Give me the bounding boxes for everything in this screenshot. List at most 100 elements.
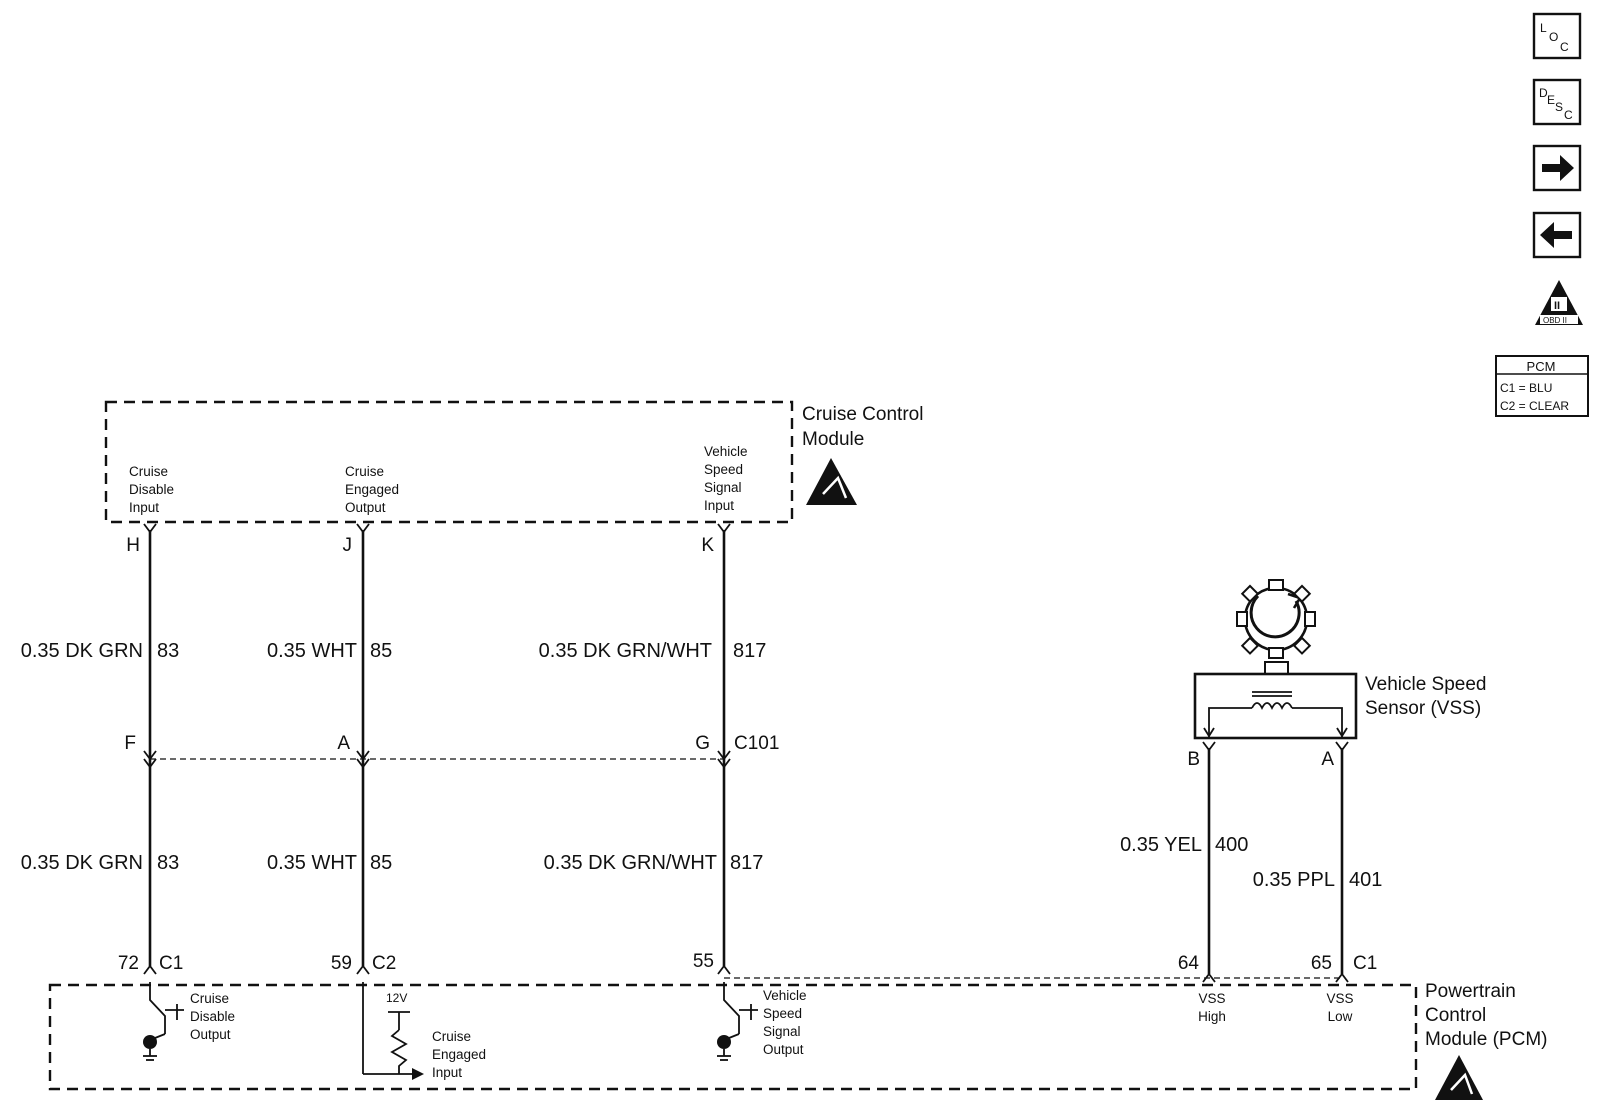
pcm-vehicle-speed-output-3: Signal <box>763 1024 801 1039</box>
pcm-cruise-engaged-input: Cruise <box>432 1029 471 1044</box>
ccm-input-vehicle-speed-4: Input <box>704 498 734 513</box>
wire-circuit-85[interactable] <box>356 523 370 975</box>
wire-83-spec-lower: 0.35 DK GRN <box>21 852 143 874</box>
arrow-left-icon <box>1540 222 1572 248</box>
wire-85-spec-upper: 0.35 WHT <box>267 640 357 662</box>
pcm-12v-label: 12V <box>386 991 407 1005</box>
ccm-input-cruise-disable-3: Input <box>129 500 159 515</box>
cruise-control-module: Cruise Control Module Cruise Disable Inp… <box>104 400 923 524</box>
vss-pin-a: A <box>1321 749 1334 770</box>
pcm-cruise-engaged-input-3: Input <box>432 1065 462 1080</box>
pcm-vss-low: VSS <box>1326 991 1353 1006</box>
ccm-pin-j: J <box>343 535 353 556</box>
pcm-title-line1: Powertrain <box>1425 981 1516 1002</box>
desc-icon-letter-e: E <box>1547 93 1555 107</box>
pcm-key-title: PCM <box>1527 359 1556 374</box>
pcm-vehicle-speed-output-2: Speed <box>763 1006 802 1021</box>
pcm-cruise-engaged-input-2: Engaged <box>432 1047 486 1062</box>
desc-icon-letter-c: C <box>1564 108 1573 122</box>
pcm-vss-high-2: High <box>1198 1009 1226 1024</box>
vss-pin-b: B <box>1187 749 1200 770</box>
connector-c101[interactable]: F A G C101 <box>124 733 779 760</box>
pcm-cruise-disable-output-2: Disable <box>190 1009 235 1024</box>
wire-817-circuit-upper: 817 <box>733 640 766 662</box>
pcm-outline <box>48 983 1418 1091</box>
pcm-vss-low-2: Low <box>1328 1009 1353 1024</box>
cruise-disable-transistor-icon <box>143 982 184 1061</box>
ccm-pin-k: K <box>701 535 714 556</box>
wire-817-spec-lower: 0.35 DK GRN/WHT <box>544 852 717 874</box>
vss-title-line2: Sensor (VSS) <box>1365 698 1481 719</box>
wire-circuit-401[interactable] <box>1335 741 1349 983</box>
loc-icon-letter-o: O <box>1549 30 1558 44</box>
ccm-input-vehicle-speed: Vehicle <box>704 444 748 459</box>
ccm-output-cruise-engaged: Cruise <box>345 464 384 479</box>
vehicle-speed-transistor-icon <box>717 982 758 1061</box>
ccm-pin-h: H <box>126 535 140 556</box>
vss-body <box>1193 672 1358 740</box>
pcm-cruise-disable-output: Cruise <box>190 991 229 1006</box>
c101-label: C101 <box>734 733 779 754</box>
desc-icon-letter-d: D <box>1539 86 1548 100</box>
reluctor-wheel-icon <box>1236 579 1316 659</box>
pcm-pin-72-connector: C1 <box>159 953 183 974</box>
ccm-esd-icon <box>806 458 857 505</box>
pcm-vehicle-speed-output-4: Output <box>763 1042 804 1057</box>
pcm-pin-55: 55 <box>693 951 714 972</box>
ccm-output-cruise-engaged-3: Output <box>345 500 386 515</box>
wire-85-circuit-lower: 85 <box>370 852 392 874</box>
pcm-pin-65: 65 <box>1311 953 1332 974</box>
wire-400-spec: 0.35 YEL <box>1120 834 1202 856</box>
ccm-title-line2: Module <box>802 429 864 450</box>
ccm-input-cruise-disable-2: Disable <box>129 482 174 497</box>
c101-pin-a: A <box>337 733 350 754</box>
obd-ii-icon[interactable]: II OBD II <box>1535 280 1583 325</box>
wire-401-circuit: 401 <box>1349 869 1382 891</box>
powertrain-control-module: Powertrain Control Module (PCM) Cruise D… <box>48 981 1547 1100</box>
pcm-title-line2: Control <box>1425 1005 1486 1026</box>
pcm-esd-icon <box>1435 1055 1483 1100</box>
wire-83-spec-upper: 0.35 DK GRN <box>21 640 143 662</box>
pcm-pin-72: 72 <box>118 953 139 974</box>
ccm-title-line1: Cruise Control <box>802 404 923 425</box>
wire-817-circuit-lower: 817 <box>730 852 763 874</box>
pcm-key-row-c2: C2 = CLEAR <box>1500 399 1569 413</box>
wire-83-circuit-upper: 83 <box>157 640 179 662</box>
pcm-pin-59-connector: C2 <box>372 953 396 974</box>
pcm-vehicle-speed-output: Vehicle <box>763 988 807 1003</box>
wire-circuit-400[interactable] <box>1202 741 1216 983</box>
ccm-output-cruise-engaged-2: Engaged <box>345 482 399 497</box>
vss-coil-icon <box>1203 691 1348 738</box>
loc-icon-letter-c: C <box>1560 40 1569 54</box>
loc-icon-letter-l: L <box>1540 21 1547 35</box>
obd-mark-text: II <box>1554 300 1560 312</box>
ccm-input-vehicle-speed-3: Signal <box>704 480 742 495</box>
pcm-pin-64: 64 <box>1178 953 1200 974</box>
pcm-vss-high: VSS <box>1198 991 1225 1006</box>
ccm-outline <box>104 400 794 524</box>
wire-85-circuit-upper: 85 <box>370 640 392 662</box>
arrow-right-icon <box>1542 155 1574 181</box>
description-button[interactable]: D E S C <box>1532 78 1582 126</box>
next-page-button[interactable] <box>1532 144 1582 192</box>
pullup-resistor-icon <box>362 982 424 1080</box>
c101-pin-g: G <box>695 733 710 754</box>
vehicle-speed-sensor[interactable]: Vehicle Speed Sensor (VSS) <box>1193 579 1487 740</box>
ccm-input-vehicle-speed-2: Speed <box>704 462 743 477</box>
pcm-cruise-disable-output-3: Output <box>190 1027 231 1042</box>
wire-85-spec-lower: 0.35 WHT <box>267 852 357 874</box>
vss-title-line1: Vehicle Speed <box>1365 674 1487 695</box>
pcm-pin-59: 59 <box>331 953 352 974</box>
pcm-key-row-c1: C1 = BLU <box>1500 381 1552 395</box>
wire-817-spec-upper: 0.35 DK GRN/WHT <box>539 640 712 662</box>
wire-circuit-817[interactable] <box>717 523 731 975</box>
wire-83-circuit-lower: 83 <box>157 852 179 874</box>
pcm-pin-65-connector: C1 <box>1353 953 1377 974</box>
wire-circuit-83[interactable] <box>143 523 157 975</box>
pcm-title-line3: Module (PCM) <box>1425 1029 1547 1050</box>
wire-401-spec: 0.35 PPL <box>1253 869 1335 891</box>
pcm-connector-key: PCM C1 = BLU C2 = CLEAR <box>1495 355 1589 417</box>
previous-page-button[interactable] <box>1532 211 1582 259</box>
location-button[interactable]: L O C <box>1532 12 1582 60</box>
